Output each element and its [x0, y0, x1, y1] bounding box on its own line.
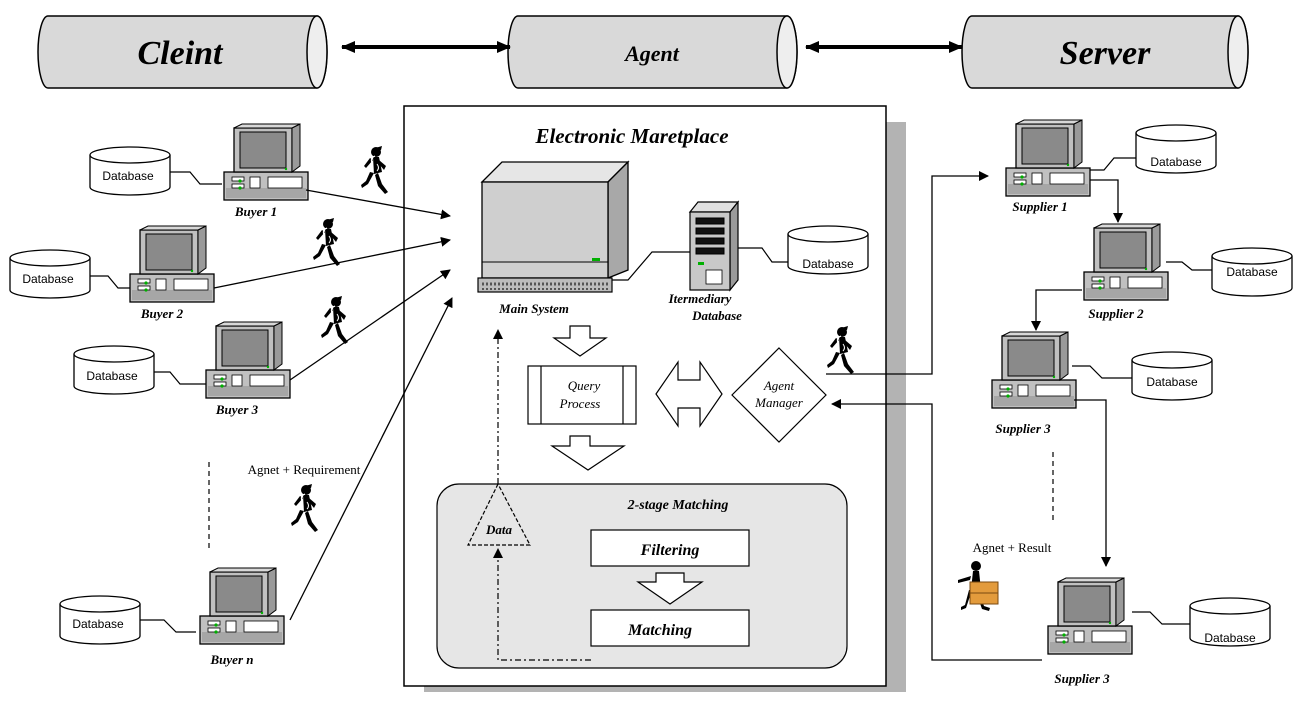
buyer-2-arrow — [213, 236, 451, 289]
marketplace-panel: Electronic Maretplace Main System Iterme — [403, 105, 906, 692]
agent-with-result-icon — [958, 561, 999, 611]
agent-banner-label: Agent — [623, 41, 680, 66]
buyer-3-database-label: Database — [86, 369, 138, 383]
manager-to-supplier-1 — [826, 171, 989, 375]
buyer-n-label: Buyer n — [210, 652, 254, 667]
buyer-2-label: Buyer 2 — [140, 306, 184, 321]
agent-runner-icon-4 — [290, 483, 319, 533]
buyer-n-arrow — [289, 297, 453, 621]
marketplace-title: Electronic Maretplace — [534, 124, 728, 148]
supplier-3b-label: Supplier 3 — [1054, 671, 1110, 686]
client-banner: Cleint — [37, 15, 328, 89]
buyer-1-arrow — [305, 189, 451, 220]
supplier-3b: Database Supplier 3 — [1047, 577, 1271, 686]
intermediary-label-1: Itermediary — [668, 291, 732, 306]
agent-runner-icon-2 — [312, 217, 341, 267]
supplier-1-database-label: Database — [1150, 155, 1202, 169]
filtering-box — [590, 529, 750, 567]
supplier-3a-label: Supplier 3 — [995, 421, 1051, 436]
supplier-1-to-2 — [1090, 179, 1123, 223]
server-banner-label: Server — [1060, 35, 1151, 72]
supplier-2: Database Supplier 2 — [1083, 223, 1293, 321]
query-label-2: Process — [559, 396, 601, 411]
main-system-icon — [477, 160, 630, 293]
supplier-2-to-3 — [1031, 289, 1082, 331]
supplier-3a: Database Supplier 3 — [991, 331, 1213, 436]
buyer-3: Database Buyer 3 — [73, 321, 291, 417]
intermediary-server-icon — [688, 200, 740, 292]
buyer-2-database-label: Database — [22, 272, 74, 286]
query-process-box: Query Process — [527, 365, 637, 425]
buyer-n: Database Buyer n — [59, 567, 285, 667]
agent-manager-diamond: Agent Manager — [731, 347, 827, 443]
main-to-server-link — [612, 251, 690, 281]
data-label: Data — [485, 522, 513, 537]
supplier-3b-database-label: Database — [1204, 631, 1256, 645]
matching-title: 2-stage Matching — [627, 498, 729, 513]
server-banner: Server — [961, 15, 1249, 89]
buyer-3-arrow — [289, 269, 451, 381]
agent-manager-label-1: Agent — [763, 378, 795, 393]
query-label-1: Query — [568, 378, 601, 393]
supplier-1: Database Supplier 1 — [1005, 119, 1217, 214]
flow-arrow-1 — [552, 325, 608, 357]
supplier-1-label: Supplier 1 — [1012, 199, 1067, 214]
client-banner-label: Cleint — [137, 35, 224, 72]
matching-box — [590, 609, 750, 647]
buyer-1-label: Buyer 1 — [234, 204, 277, 219]
agent-runner-icon-1 — [360, 145, 389, 195]
filtering-label: Filtering — [640, 542, 700, 559]
buyer-annotation: Agnet + Requirement — [248, 462, 361, 477]
server-to-db-link — [738, 247, 788, 263]
filter-to-match-arrow — [636, 572, 704, 605]
supplier-2-database-label: Database — [1226, 265, 1278, 279]
supplier-annotation: Agnet + Result — [973, 540, 1052, 555]
matching-label: Matching — [627, 622, 692, 639]
result-return-arrow — [831, 399, 1042, 661]
supplier-3-to-n — [1074, 399, 1111, 567]
supplier-3a-database-label: Database — [1146, 375, 1198, 389]
buyer-1: Database Buyer 1 — [89, 123, 309, 219]
buyer-n-database-label: Database — [72, 617, 124, 631]
supplier-2-label: Supplier 2 — [1088, 306, 1144, 321]
agent-runner-icon-3 — [320, 295, 349, 345]
feedback-path — [493, 548, 591, 661]
two-stage-matching-group: 2-stage Matching Data Filtering Matching — [436, 482, 848, 669]
double-block-arrow — [655, 360, 723, 428]
buyer-3-label: Buyer 3 — [215, 402, 259, 417]
buyer-1-database-label: Database — [102, 169, 154, 183]
buyer-2: Database Buyer 2 — [9, 225, 215, 321]
intermediary-database-label: Database — [802, 257, 854, 271]
intermediary-database: Database — [787, 225, 869, 275]
agent-banner: Agent — [507, 15, 798, 89]
agent-manager-label-2: Manager — [754, 395, 804, 410]
main-system-label: Main System — [498, 301, 569, 316]
flow-arrow-2 — [550, 435, 626, 471]
data-triangle — [467, 482, 531, 546]
intermediary-label-2: Database — [691, 308, 742, 323]
